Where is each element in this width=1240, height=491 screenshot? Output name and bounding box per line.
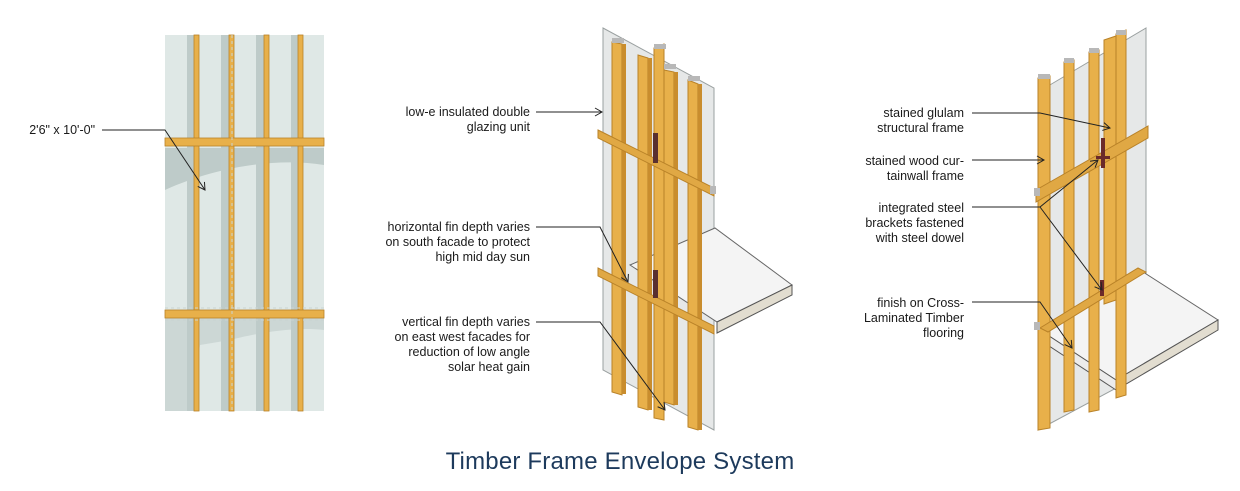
leader-clt	[972, 301, 1073, 349]
leader-glulam	[972, 112, 1111, 131]
diagram-title: Timber Frame Envelope System	[445, 448, 795, 475]
steel-bracket	[653, 270, 658, 298]
detail-steel-plate	[1096, 156, 1110, 159]
label-glazing-unit: low-e insulated double glazing unit	[405, 105, 530, 134]
leader-horizontal-fin	[536, 226, 629, 283]
south-facade-drawing	[597, 27, 793, 431]
floor-slab-edge	[716, 284, 793, 334]
leader-dimension	[102, 129, 206, 191]
elevation-shadows	[165, 35, 324, 411]
detail-caps	[1034, 30, 1126, 330]
detail-lower-rail	[1038, 267, 1148, 333]
label-steel-brackets: integrated steel brackets fastened with …	[865, 201, 964, 245]
leader-lines	[102, 107, 1111, 411]
label-clt-flooring: finish on Cross- Laminated Timber floori…	[863, 296, 964, 340]
leader-vertical-fin	[536, 321, 666, 411]
detail-drawing	[1034, 27, 1219, 431]
leader-bracket-lower	[1039, 206, 1103, 291]
vertical-fins-shade	[622, 44, 702, 430]
elevation-drawing	[164, 34, 325, 412]
detail-steel-bracket	[1101, 138, 1105, 168]
label-glulam-frame: stained glulam structural frame	[877, 106, 964, 135]
steel-bracket	[653, 133, 658, 163]
detail-verticals	[1037, 29, 1127, 431]
elevation-dashed-lines	[165, 35, 324, 411]
label-curtainwall-frame: stained wood cur- tainwall frame	[865, 154, 964, 183]
label-panel-dimension: 2'6" x 10'-0"	[29, 123, 95, 137]
fin-caps	[612, 38, 716, 194]
label-horizontal-fin: horizontal fin depth varies on south fac…	[385, 220, 530, 264]
label-vertical-fin: vertical fin depth varies on east west f…	[394, 315, 531, 374]
